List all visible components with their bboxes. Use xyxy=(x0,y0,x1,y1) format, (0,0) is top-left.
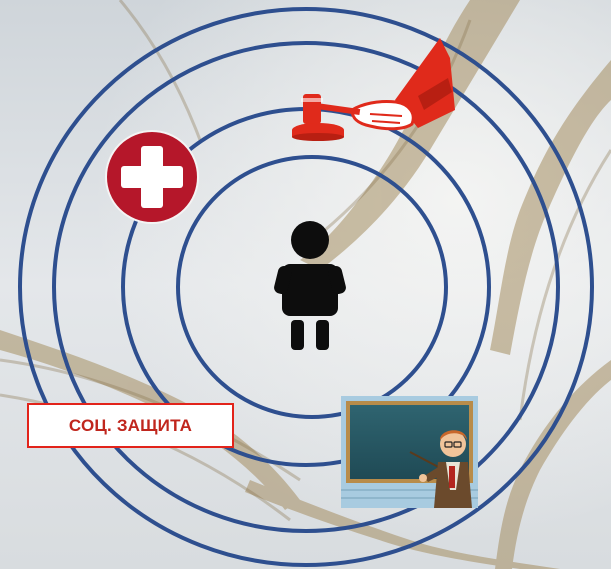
teacher-blackboard-icon xyxy=(341,396,478,508)
medical-cross-icon xyxy=(106,131,198,223)
social-protection-label-text: СОЦ. ЗАЩИТА xyxy=(69,416,192,436)
social-protection-label: СОЦ. ЗАЩИТА xyxy=(27,403,234,448)
